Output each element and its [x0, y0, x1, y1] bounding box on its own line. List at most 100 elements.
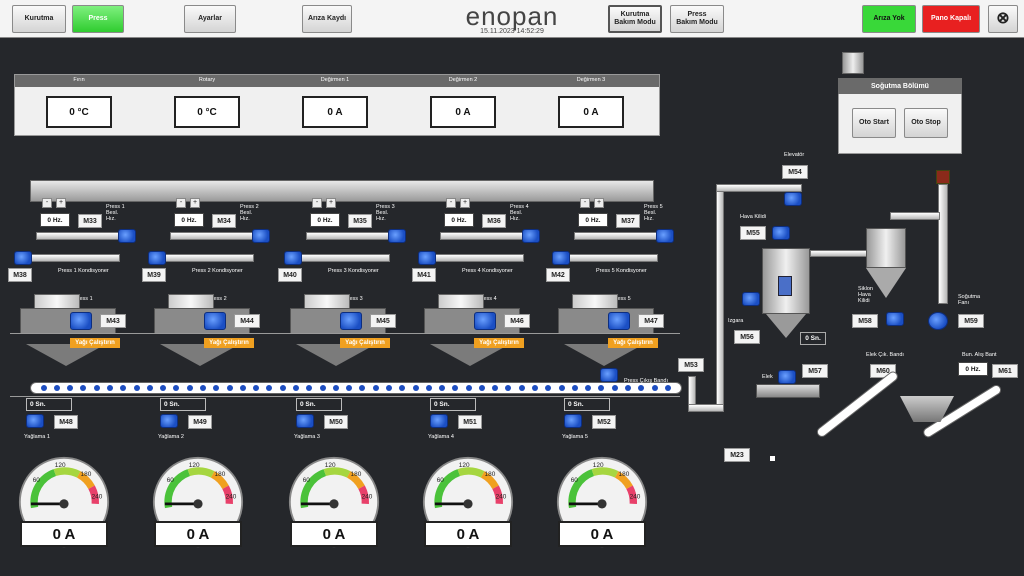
- press-button[interactable]: Press: [72, 5, 124, 33]
- press-conditioner-motor-icon[interactable]: [284, 251, 302, 265]
- fan-return-pipe: [890, 212, 940, 220]
- press-conditioner-motor-icon[interactable]: [418, 251, 436, 265]
- press-output-cone: [564, 344, 644, 366]
- press-conditioner-motor-label: M40: [278, 268, 302, 282]
- lubrication-label: Yağlama 1: [24, 434, 50, 440]
- press-speed-minus-button[interactable]: -: [176, 198, 186, 208]
- kurutma-button[interactable]: Kurutma: [12, 5, 66, 33]
- lubrication-motor-icon[interactable]: [564, 414, 582, 428]
- press-main-motor-icon[interactable]: [204, 312, 226, 330]
- press-bakim-modu-button[interactable]: Press Bakım Modu: [670, 5, 724, 33]
- press-conditioner-motor-icon[interactable]: [14, 251, 32, 265]
- degirmen2-header: Değirmen 2: [448, 77, 478, 83]
- cooler-cone: [766, 314, 806, 338]
- press-speed-minus-button[interactable]: -: [42, 198, 52, 208]
- lubrication-label: Yağlama 5: [562, 434, 588, 440]
- press-output-cone: [430, 344, 510, 366]
- lubrication-motor-icon[interactable]: [296, 414, 314, 428]
- lubrication-warning: Yağı Çalıştırın: [70, 338, 120, 348]
- elek-motor-icon[interactable]: [778, 370, 796, 384]
- press-feed-motor-label: M37: [616, 214, 640, 228]
- press-feed-label: Press 5 Besl. Hız.: [644, 204, 663, 222]
- press-main-motor-icon[interactable]: [340, 312, 362, 330]
- press-speed-minus-button[interactable]: -: [312, 198, 322, 208]
- press-main-motor-icon[interactable]: [70, 312, 92, 330]
- press-feeder-motor-icon[interactable]: [656, 229, 674, 243]
- press-feed-hz: 0 Hz.: [444, 213, 474, 227]
- press-output-cone: [160, 344, 240, 366]
- press-output-cone: [26, 344, 106, 366]
- m57-label: M57: [802, 364, 828, 378]
- m58-motor-icon[interactable]: [886, 312, 904, 326]
- gauge-tick-240: 240: [496, 493, 507, 500]
- press-speed-plus-button[interactable]: +: [460, 198, 470, 208]
- sogutma-fani-label: Soğutma Fanı: [958, 294, 981, 306]
- press-speed-plus-button[interactable]: +: [190, 198, 200, 208]
- press-feed-label: Press 4 Besl. Hız.: [510, 204, 529, 222]
- timestamp: 15.11.2023 14:52:29: [480, 28, 544, 35]
- firin-value: 0 °C: [46, 96, 112, 128]
- press-main-motor-icon[interactable]: [474, 312, 496, 330]
- lubrication-motor-icon[interactable]: [26, 414, 44, 428]
- press-feeder-motor-icon[interactable]: [118, 229, 136, 243]
- lubrication-motor-label: M51: [458, 415, 482, 429]
- m54-motor-icon[interactable]: [784, 192, 802, 206]
- press-exit-bottom-pipe: [688, 404, 724, 412]
- press-current-value: 0 A: [558, 521, 646, 547]
- press-conditioner-label: Press 5 Kondisyoner: [596, 268, 647, 274]
- oto-start-button[interactable]: Oto Start: [852, 108, 896, 138]
- press-conditioner-motor-label: M39: [142, 268, 166, 282]
- press-feeder-motor-icon[interactable]: [522, 229, 540, 243]
- m55-motor-icon[interactable]: [772, 226, 790, 240]
- ayarlar-button[interactable]: Ayarlar: [184, 5, 236, 33]
- lubrication-label: Yağlama 2: [158, 434, 184, 440]
- press-name: Press 5: [612, 296, 631, 302]
- lubrication-motor-label: M50: [324, 415, 348, 429]
- press-conditioner-label: Press 1 Kondisyoner: [58, 268, 109, 274]
- press-feeder-motor-icon[interactable]: [252, 229, 270, 243]
- press-conditioner-motor-icon[interactable]: [148, 251, 166, 265]
- press-feeder-motor-icon[interactable]: [388, 229, 406, 243]
- lubrication-motor-icon[interactable]: [430, 414, 448, 428]
- ariza-kaydi-button[interactable]: Arıza Kaydı: [302, 5, 352, 33]
- press-main-motor-label: M47: [638, 314, 664, 328]
- lubrication-timer: 0 Sn.: [564, 398, 610, 411]
- pano-kapali-indicator[interactable]: Pano Kapalı: [922, 5, 980, 33]
- cooling-fan-icon[interactable]: [928, 312, 948, 330]
- elek-cikis-conveyor: [814, 369, 900, 439]
- press-speed-plus-button[interactable]: +: [56, 198, 66, 208]
- rotary-header: Rotary: [198, 77, 216, 83]
- hava-kilidi-label: Hava Kilidi: [740, 214, 766, 220]
- press-feed-motor-label: M35: [348, 214, 372, 228]
- degirmen1-header: Değirmen 1: [320, 77, 350, 83]
- lubrication-motor-icon[interactable]: [160, 414, 178, 428]
- press-speed-plus-button[interactable]: +: [326, 198, 336, 208]
- close-circle-icon[interactable]: ⊗: [988, 5, 1018, 33]
- cooling-fan-stack: [938, 184, 948, 304]
- press-name: Press 4: [478, 296, 497, 302]
- gauge-tick-180: 180: [619, 471, 630, 478]
- lubrication-timer: 0 Sn.: [26, 398, 72, 411]
- m53-motor-icon[interactable]: [600, 368, 618, 382]
- firin-header: Fırın: [73, 77, 85, 83]
- gauge-tick-180: 180: [485, 471, 496, 478]
- oto-stop-button[interactable]: Oto Stop: [904, 108, 948, 138]
- press-speed-plus-button[interactable]: +: [594, 198, 604, 208]
- degirmen3-header: Değirmen 3: [576, 77, 606, 83]
- silo-icon: [842, 52, 864, 74]
- ariza-yok-indicator[interactable]: Arıza Yok: [862, 5, 916, 33]
- press-conditioner-motor-icon[interactable]: [552, 251, 570, 265]
- press-speed-minus-button[interactable]: -: [446, 198, 456, 208]
- press-feed-label: Press 3 Besl. Hız.: [376, 204, 395, 222]
- press-speed-minus-button[interactable]: -: [580, 198, 590, 208]
- lubrication-timer: 0 Sn.: [296, 398, 342, 411]
- press-conditioner: [24, 254, 120, 262]
- gauge-tick-60: 60: [303, 477, 311, 484]
- gauge-tick-60: 60: [33, 477, 41, 484]
- gauge-tick-180: 180: [351, 471, 362, 478]
- elevator-top-pipe: [716, 184, 802, 192]
- press-conditioner-motor-label: M41: [412, 268, 436, 282]
- kurutma-bakim-modu-button[interactable]: Kurutma Bakım Modu: [608, 5, 662, 33]
- izgara-motor-icon[interactable]: [742, 292, 760, 306]
- press-main-motor-icon[interactable]: [608, 312, 630, 330]
